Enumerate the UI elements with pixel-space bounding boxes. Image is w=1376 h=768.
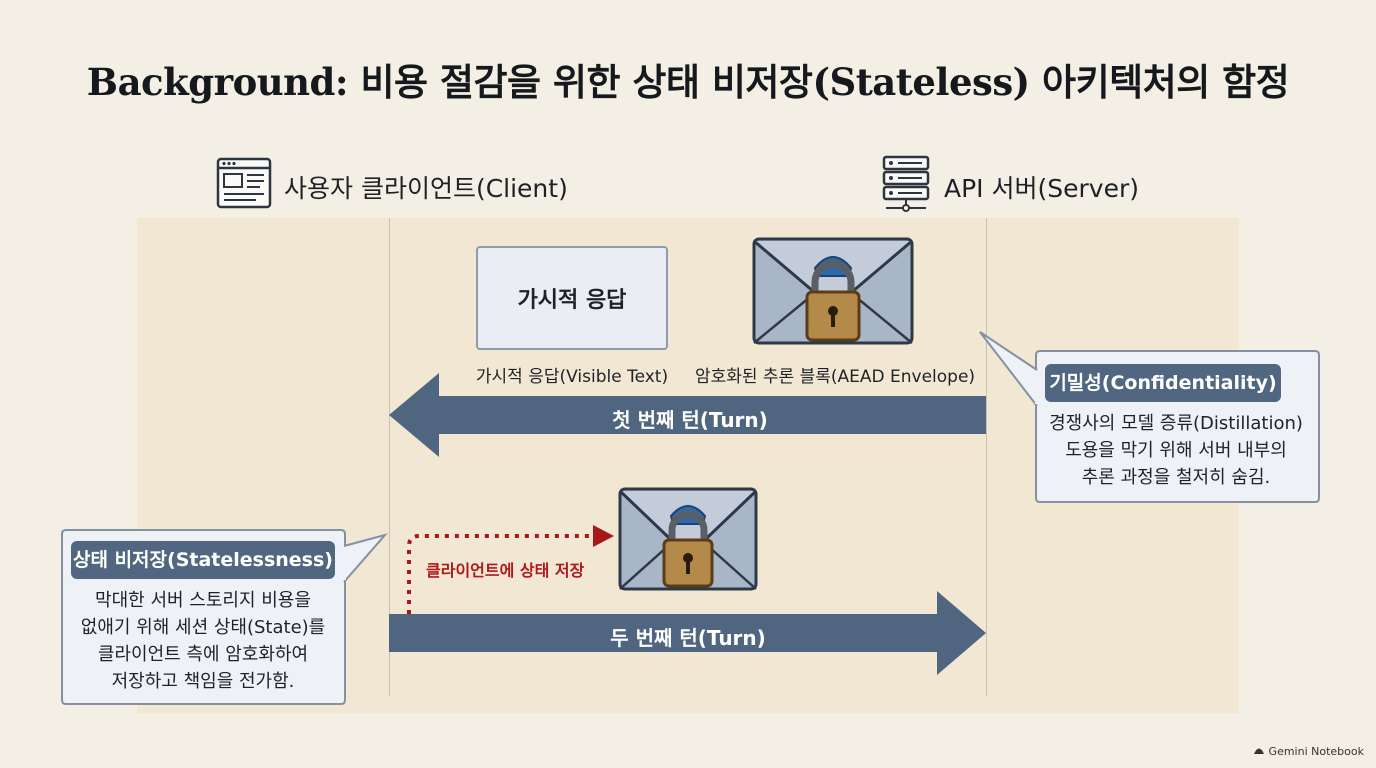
notebook-logo-icon xyxy=(1253,745,1265,758)
statelessness-title: 상태 비저장(Statelessness) xyxy=(71,541,335,579)
envelope-caption: 암호화된 추론 블록(AEAD Envelope) xyxy=(694,367,976,387)
first-turn-label: 첫 번째 턴(Turn) xyxy=(612,408,768,432)
watermark: Gemini Notebook xyxy=(1253,745,1364,758)
client-lifeline xyxy=(389,218,390,696)
client-actor-label: 사용자 클라이언트(Client) xyxy=(284,174,568,203)
statelessness-line: 막대한 서버 스토리지 비용을 xyxy=(95,590,311,611)
locked-envelope-icon xyxy=(751,236,915,346)
confidentiality-line: 경쟁사의 모델 증류(Distillation) xyxy=(1049,413,1303,434)
confidentiality-title: 기밀성(Confidentiality) xyxy=(1045,364,1281,402)
first-turn-arrow xyxy=(389,373,987,457)
visible-response-box: 가시적 응답 xyxy=(476,246,668,350)
watermark-text: Gemini Notebook xyxy=(1268,745,1364,758)
store-state-dotted-arrow xyxy=(400,520,620,616)
confidentiality-body: 경쟁사의 모델 증류(Distillation) 도용을 막기 위해 서버 내부… xyxy=(1036,410,1316,491)
visible-text-caption: 가시적 응답(Visible Text) xyxy=(475,367,669,387)
confidentiality-line: 도용을 막기 위해 서버 내부의 xyxy=(1065,440,1287,461)
server-lifeline xyxy=(986,218,987,696)
statelessness-line: 클라이언트 측에 암호화하여 xyxy=(97,644,309,665)
locked-envelope-icon xyxy=(617,486,759,592)
browser-window-icon xyxy=(216,157,272,209)
confidentiality-line: 추론 과정을 철저히 숨김. xyxy=(1081,467,1271,488)
server-actor-label: API 서버(Server) xyxy=(944,174,1139,203)
second-turn-arrow xyxy=(389,591,987,675)
second-turn-label: 두 번째 턴(Turn) xyxy=(610,626,766,650)
statelessness-body: 막대한 서버 스토리지 비용을 없애기 위해 세션 상태(State)를 클라이… xyxy=(62,587,344,695)
server-stack-icon xyxy=(880,155,932,213)
page-title: Background: 비용 절감을 위한 상태 비저장(Stateless) … xyxy=(86,60,1290,104)
statelessness-line: 저장하고 책임을 전가함. xyxy=(111,671,295,692)
statelessness-line: 없애기 위해 세션 상태(State)를 xyxy=(80,617,326,638)
store-state-label: 클라이언트에 상태 저장 xyxy=(426,561,585,580)
